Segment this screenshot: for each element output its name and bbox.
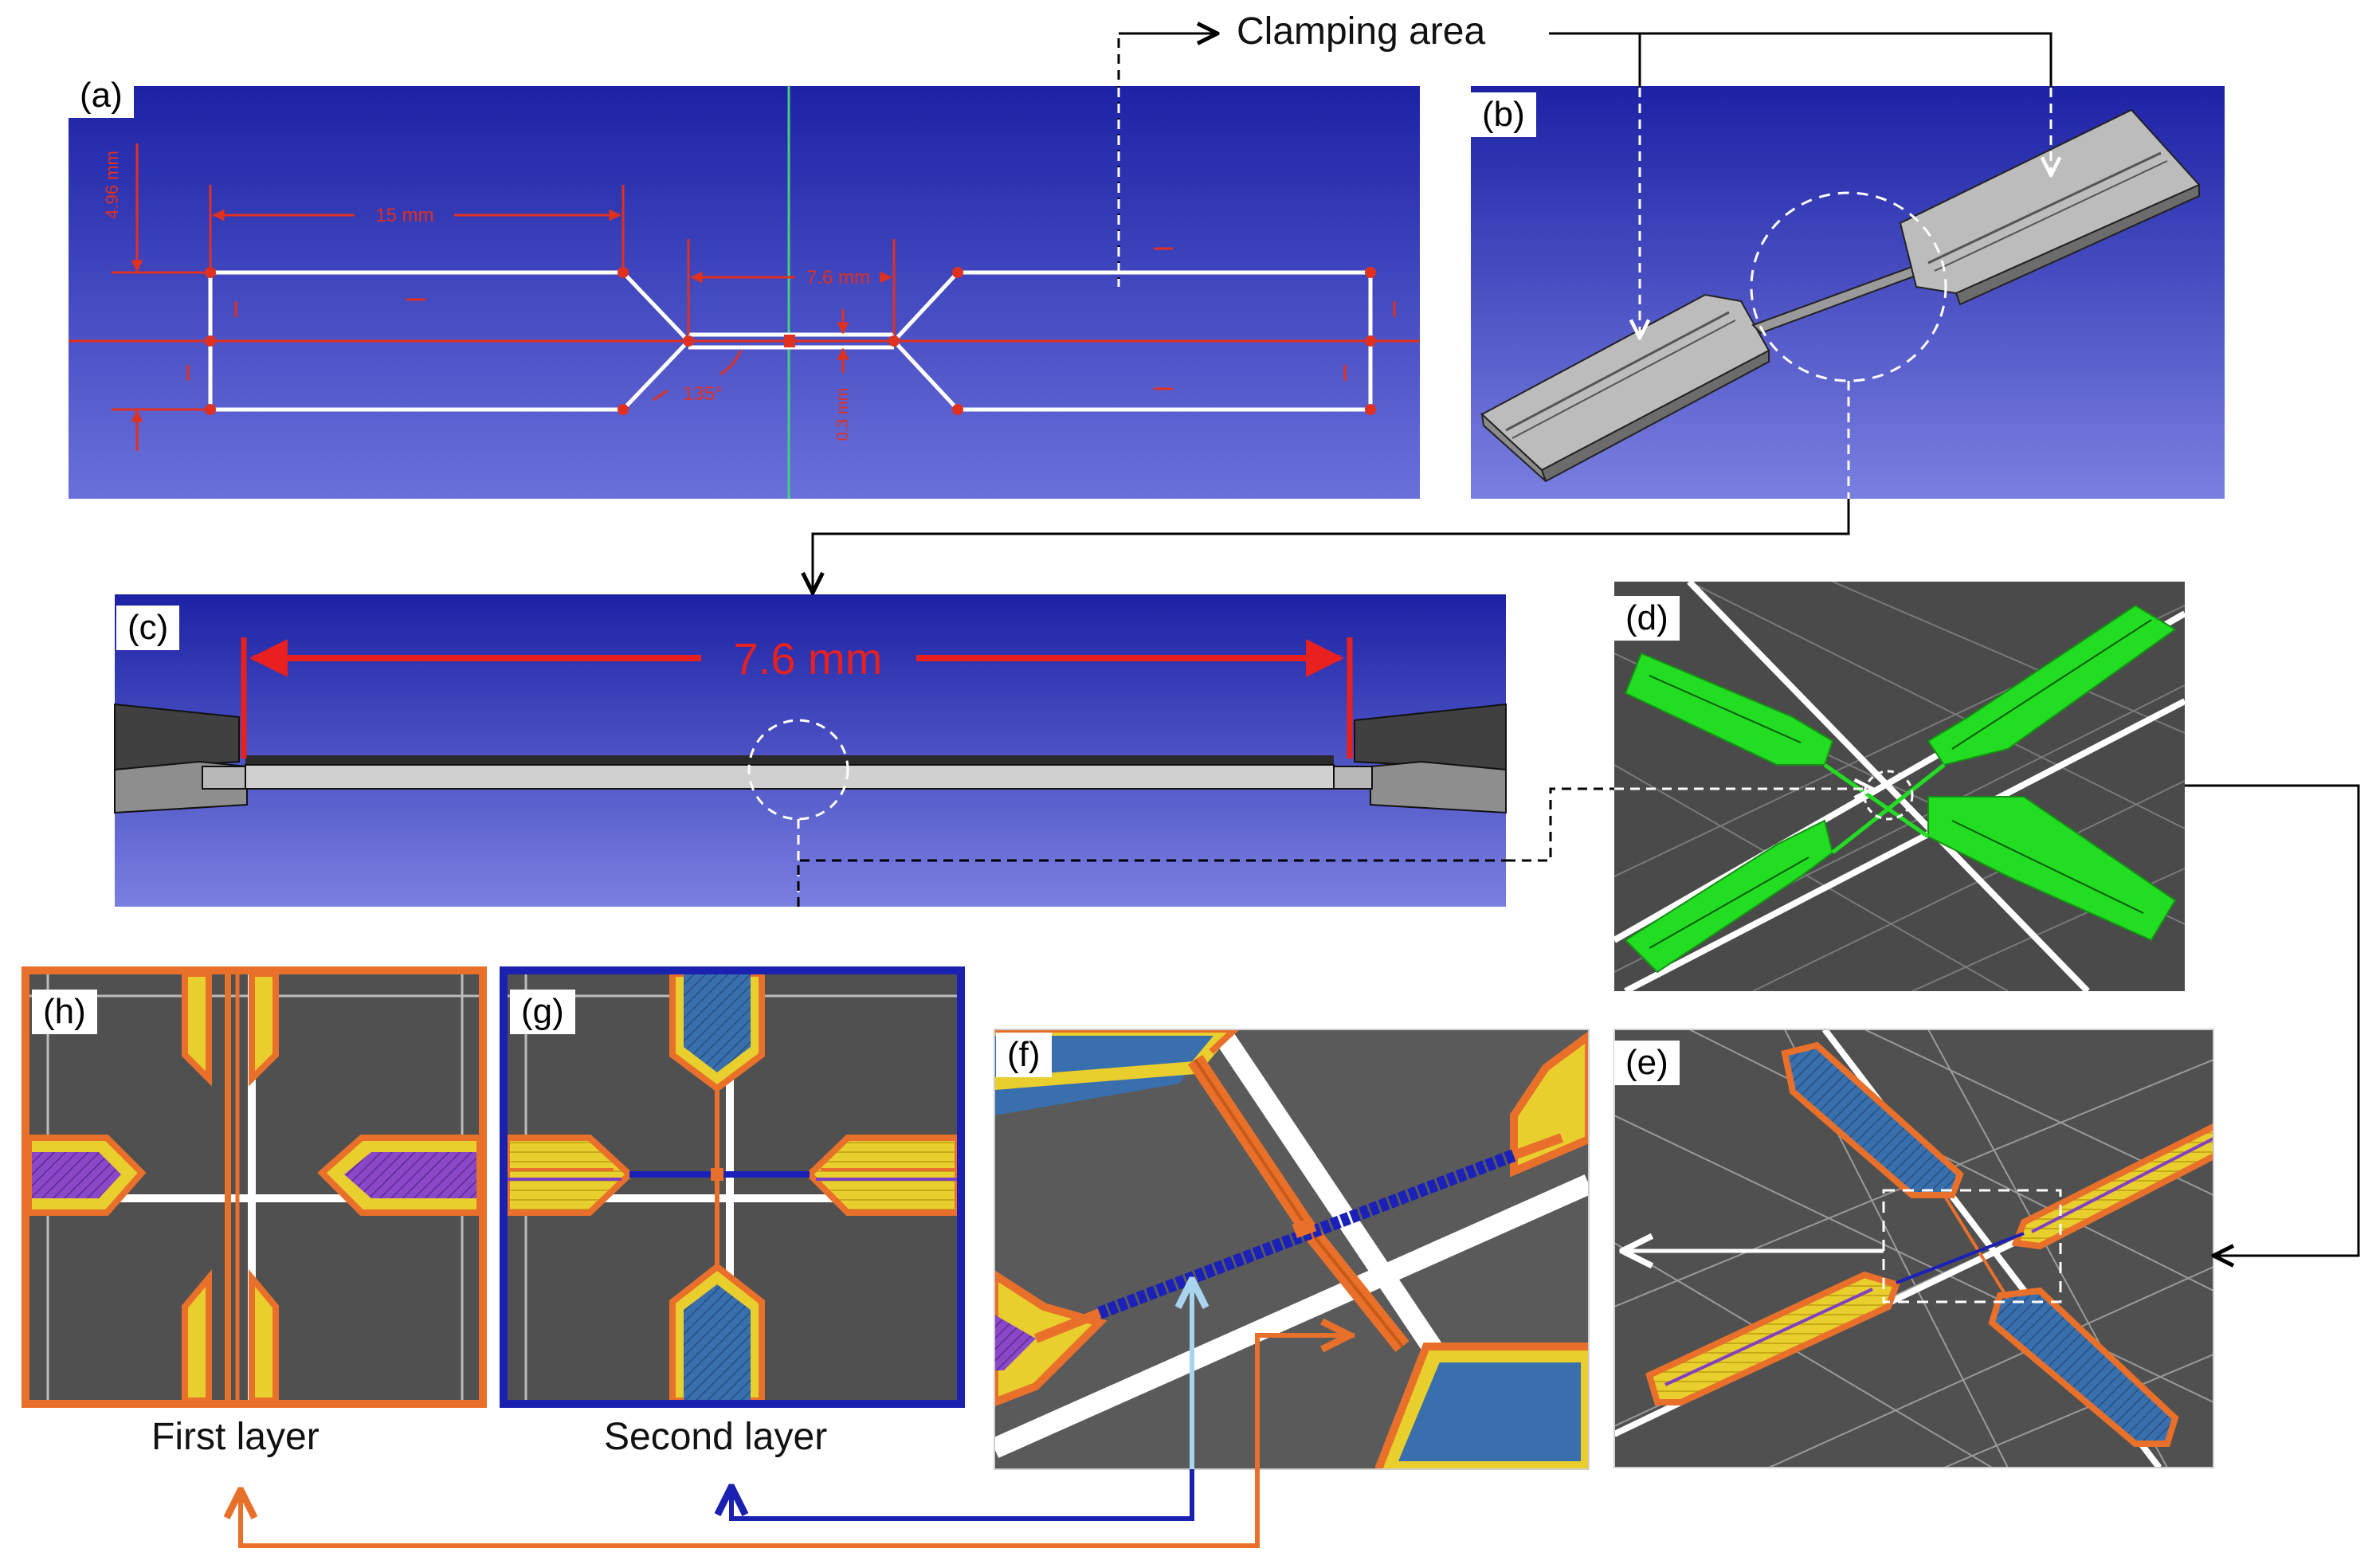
panel-g bbox=[500, 966, 965, 1408]
panel-f-frame bbox=[994, 1029, 1590, 1470]
panel-g-frame bbox=[500, 966, 965, 1408]
dim-grip-length-label: 15 mm bbox=[375, 205, 433, 226]
panel-label-e: (e) bbox=[1614, 1041, 1680, 1085]
panel-label-c: (c) bbox=[116, 606, 180, 650]
panel-f bbox=[994, 1029, 1590, 1470]
dogbone-3d-model bbox=[1480, 108, 2201, 483]
panel-c: 7.6 mm bbox=[114, 594, 1507, 907]
panel-label-g: (g) bbox=[510, 990, 575, 1034]
panel-b-zoom-circle bbox=[1750, 191, 1947, 382]
panel-d-zoom-circle bbox=[1863, 770, 1914, 821]
panel-label-h: (h) bbox=[32, 990, 97, 1034]
panel-e-zoom-box bbox=[1882, 1189, 2062, 1303]
side-dim-arrow bbox=[241, 637, 1353, 759]
sketch-constraint-marks bbox=[186, 247, 1396, 390]
panel-label-f: (f) bbox=[996, 1033, 1052, 1077]
arrow-c-to-d bbox=[1506, 787, 1614, 862]
panel-h-frame bbox=[22, 966, 487, 1408]
panel-e bbox=[1613, 1029, 2214, 1468]
side-dim-label: 7.6 mm bbox=[734, 633, 883, 684]
side-view-specimen bbox=[114, 703, 1507, 814]
connector-arrows bbox=[241, 32, 2360, 1548]
panel-label-b: (b) bbox=[1471, 92, 1536, 137]
clamp-line-right bbox=[1549, 32, 2053, 88]
panel-a: 4.96 mm 15 mm 7.6 mm 135° 0.3 mm bbox=[69, 86, 1420, 499]
dim-gauge-length-label: 7.6 mm bbox=[806, 267, 870, 288]
panel-d bbox=[1614, 582, 2185, 991]
arrow-d-to-e bbox=[2185, 784, 2360, 1256]
sketch-dimension-lines bbox=[112, 143, 896, 451]
panel-h bbox=[22, 966, 487, 1408]
arrow-b-to-c bbox=[813, 499, 1850, 593]
panel-c-background bbox=[115, 594, 1506, 907]
clamping-area-label: Clamping area bbox=[1237, 10, 1486, 53]
panel-c-zoom-circle bbox=[747, 719, 849, 821]
panel-a-background bbox=[69, 86, 1420, 499]
panel-label-a: (a) bbox=[69, 73, 134, 118]
dim-gauge-width-label: 0.3 mm bbox=[834, 388, 852, 441]
dim-angle-label: 135° bbox=[683, 383, 723, 405]
first-layer-caption: First layer bbox=[151, 1416, 320, 1458]
dim-width-label: 4.96 mm bbox=[102, 151, 122, 219]
second-layer-caption: Second layer bbox=[604, 1416, 828, 1458]
panel-label-d: (d) bbox=[1614, 596, 1680, 641]
green-part-grooves bbox=[1649, 619, 2152, 949]
